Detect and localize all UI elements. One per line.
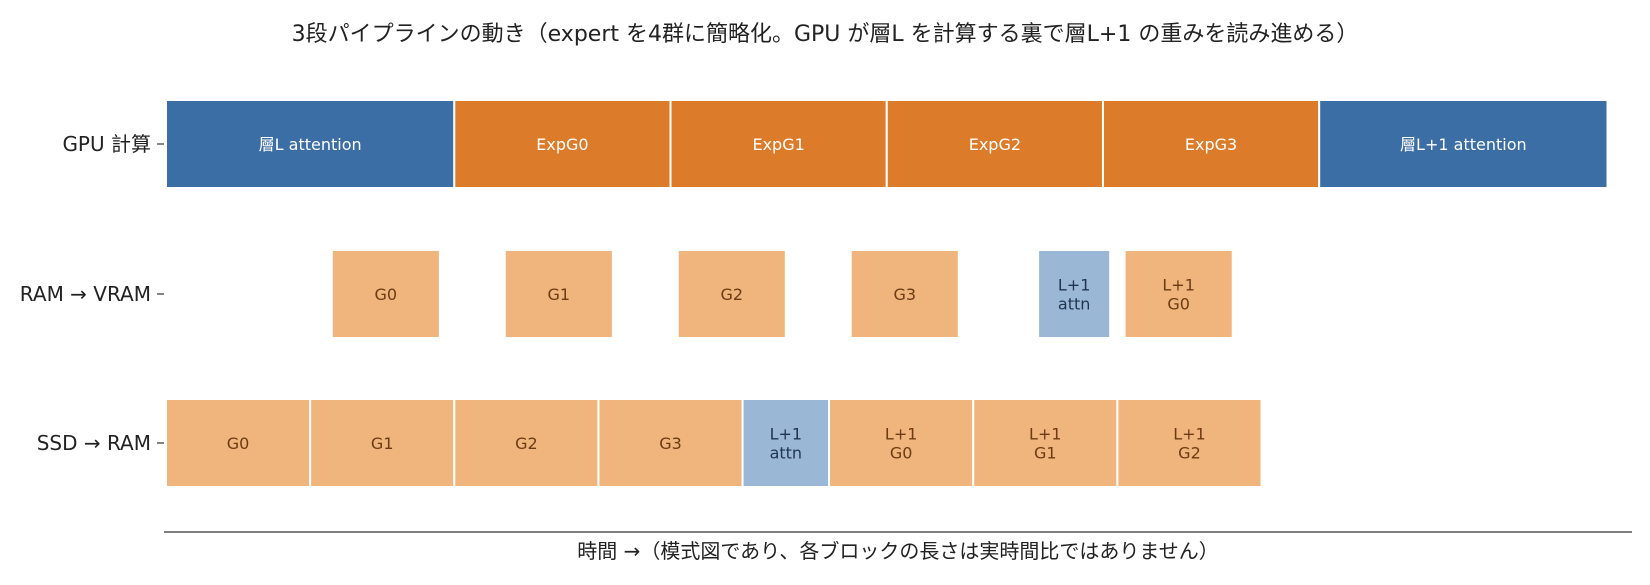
block-label: G0: [375, 285, 398, 304]
pipeline-block: [669, 99, 888, 189]
block-label: G2: [720, 285, 743, 304]
block-label: 層L+1 attention: [1400, 135, 1527, 154]
pipeline-block: [972, 398, 1119, 488]
block-label: ExpG3: [1185, 135, 1237, 154]
chart-title: 3段パイプラインの動き（expert を4群に簡略化。GPU が層L を計算する…: [292, 22, 1359, 47]
block-label: G3: [893, 285, 916, 304]
pipeline-block: [676, 249, 787, 339]
pipeline-block: [1116, 398, 1263, 488]
pipeline-block: [597, 398, 744, 488]
block-label: G0: [227, 434, 250, 453]
pipeline-block: [849, 249, 960, 339]
block-label: ExpG2: [969, 135, 1021, 154]
block-label: ExpG1: [752, 135, 804, 154]
block-label: ExpG0: [536, 135, 588, 154]
pipeline-block: [503, 249, 614, 339]
lanes-group: GPU 計算 層L attention ExpG0 ExpG1 ExpG2 ExpG3 層L…: [20, 99, 1609, 488]
block-label: G3: [659, 434, 682, 453]
block-label: G2: [515, 434, 538, 453]
pipeline-block: [165, 398, 312, 488]
pipeline-block: [309, 398, 456, 488]
block-label: G1: [371, 434, 394, 453]
block-label: 層L attention: [259, 135, 362, 154]
pipeline-block: [1123, 249, 1234, 339]
pipeline-block: [1318, 99, 1609, 189]
pipeline-block: [453, 99, 672, 189]
x-axis-label: 時間 →（模式図であり、各ブロックの長さは実時間比ではありません）: [577, 539, 1219, 563]
block-label: G1: [548, 285, 571, 304]
lane-label: RAM → VRAM: [20, 282, 151, 306]
pipeline-block: [330, 249, 441, 339]
pipeline-block: [1037, 249, 1112, 339]
lane-label: SSD → RAM: [37, 431, 151, 455]
pipeline-block: [453, 398, 600, 488]
lane-label: GPU 計算: [62, 132, 151, 156]
